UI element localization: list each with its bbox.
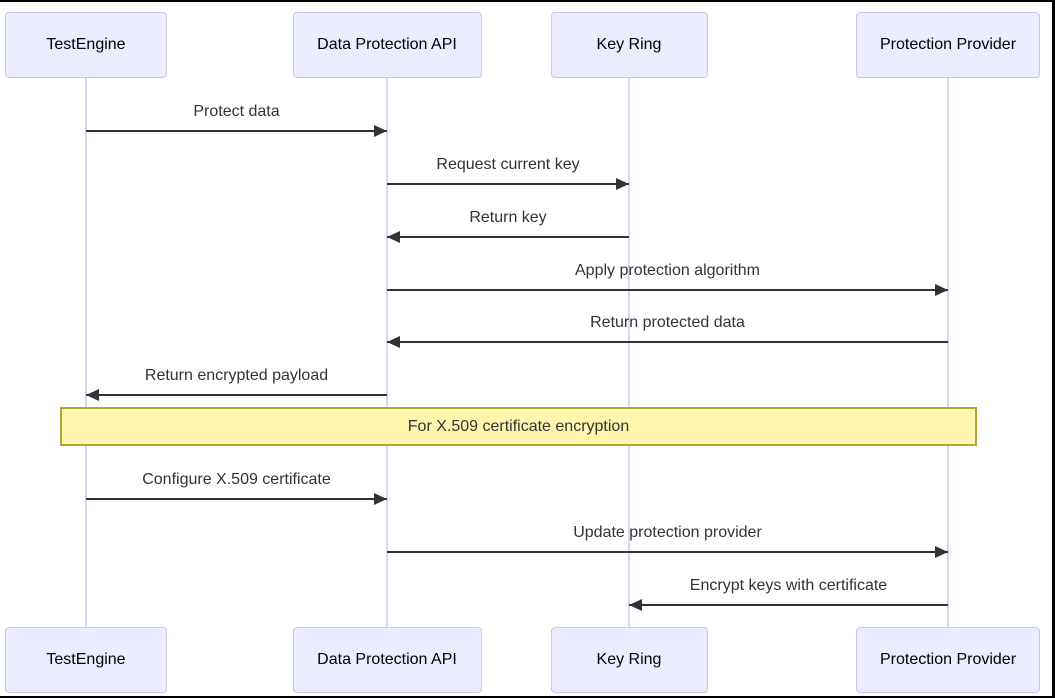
lifeline-data-protection-api bbox=[386, 78, 388, 627]
note-label: For X.509 certificate encryption bbox=[407, 417, 630, 435]
message-arrow-line bbox=[86, 498, 387, 500]
message-arrowhead-icon bbox=[935, 284, 948, 296]
actor-box-bottom-protection-provider: Protection Provider bbox=[856, 627, 1040, 693]
message-label: Update protection provider bbox=[573, 524, 762, 541]
message-label: Configure X.509 certificate bbox=[142, 471, 331, 488]
lifeline-protection-provider bbox=[947, 78, 949, 627]
actor-label: TestEngine bbox=[46, 651, 126, 668]
message-arrowhead-icon bbox=[387, 231, 400, 243]
message-label: Request current key bbox=[436, 156, 580, 173]
message-arrow-line bbox=[387, 183, 629, 185]
message-arrowhead-icon bbox=[374, 493, 387, 505]
actor-label: Data Protection API bbox=[317, 36, 457, 53]
message-label: Apply protection algorithm bbox=[575, 262, 760, 279]
message-label: Encrypt keys with certificate bbox=[689, 577, 888, 594]
actor-box-top-protection-provider: Protection Provider bbox=[856, 12, 1040, 78]
message-arrow-line bbox=[387, 551, 948, 553]
actor-box-bottom-key-ring: Key Ring bbox=[550, 627, 708, 693]
actor-label: Key Ring bbox=[596, 36, 662, 53]
actor-label: Protection Provider bbox=[879, 651, 1017, 668]
actor-label: Key Ring bbox=[596, 651, 662, 668]
message-arrowhead-icon bbox=[629, 599, 642, 611]
message-arrowhead-icon bbox=[86, 389, 99, 401]
actor-box-top-data-protection-api: Data Protection API bbox=[292, 12, 482, 78]
message-arrow-line bbox=[387, 236, 629, 238]
message-arrow-line bbox=[86, 394, 387, 396]
actor-box-bottom-testengine: TestEngine bbox=[5, 627, 167, 693]
message-arrow-line bbox=[387, 289, 948, 291]
message-arrowhead-icon bbox=[935, 546, 948, 558]
lifeline-key-ring bbox=[628, 78, 630, 627]
message-label: Protect data bbox=[193, 103, 280, 120]
note-band: For X.509 certificate encryption bbox=[60, 407, 977, 446]
message-label: Return encrypted payload bbox=[144, 367, 329, 384]
message-arrow-line bbox=[387, 341, 948, 343]
message-label: Return protected data bbox=[590, 314, 745, 331]
message-label: Return key bbox=[469, 209, 547, 226]
actor-box-bottom-data-protection-api: Data Protection API bbox=[292, 627, 482, 693]
message-arrowhead-icon bbox=[374, 125, 387, 137]
actor-box-top-key-ring: Key Ring bbox=[550, 12, 708, 78]
lifeline-testengine bbox=[85, 78, 87, 627]
actor-label: Data Protection API bbox=[317, 651, 457, 668]
message-arrow-line bbox=[629, 604, 948, 606]
actor-label: TestEngine bbox=[46, 36, 126, 53]
message-arrow-line bbox=[86, 130, 387, 132]
message-arrowhead-icon bbox=[387, 336, 400, 348]
actor-box-top-testengine: TestEngine bbox=[5, 12, 167, 78]
message-arrowhead-icon bbox=[616, 178, 629, 190]
actor-label: Protection Provider bbox=[879, 36, 1017, 53]
